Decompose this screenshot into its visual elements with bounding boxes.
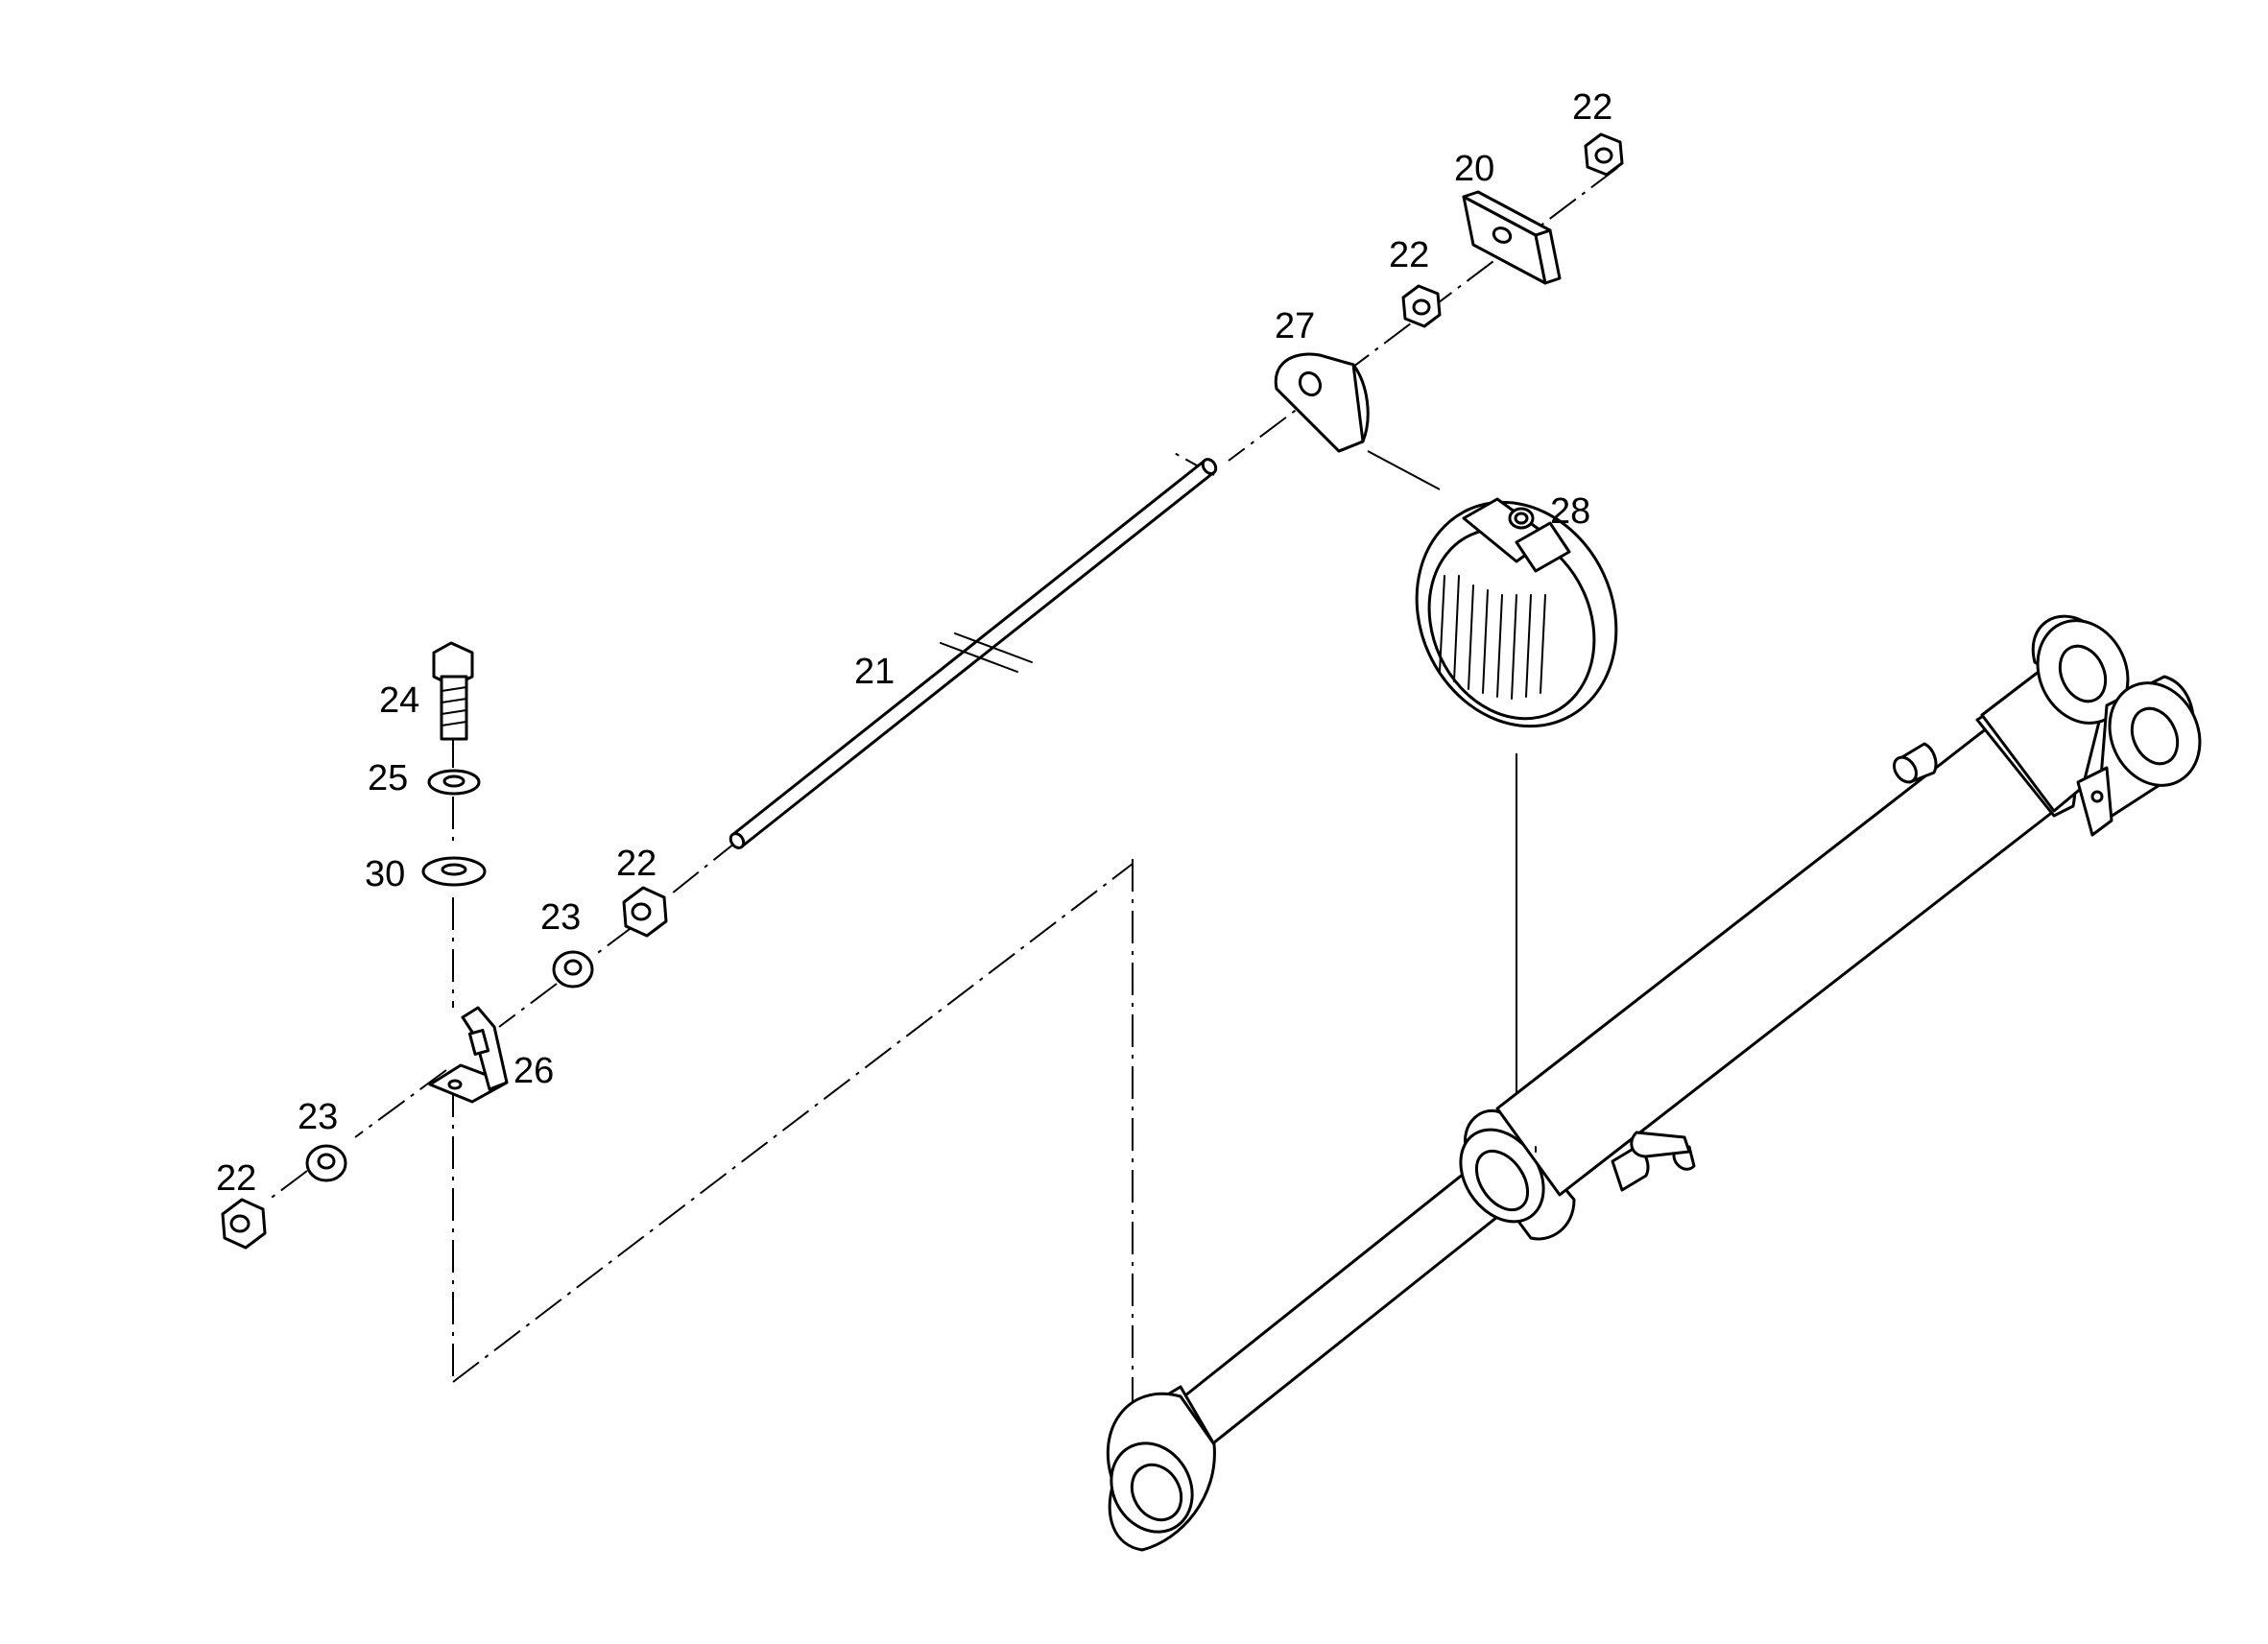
label-23-upper: 23: [540, 897, 581, 938]
label-27: 27: [1275, 306, 1315, 346]
label-23-lower: 23: [298, 1097, 338, 1137]
label-20: 20: [1454, 149, 1494, 189]
angle-bracket-icon: [428, 1006, 509, 1104]
part-labels: 20 21 22 22 22 22 23 23 24 25 26 27 28 3…: [216, 87, 1612, 1199]
washer-upper: [552, 950, 594, 989]
hex-nut-mid: [1401, 284, 1442, 328]
main-axis-line: [1228, 167, 1618, 462]
label-30: 30: [365, 854, 405, 894]
diagonal-line: [452, 863, 1134, 1383]
hose-clamp-icon: [1415, 497, 1618, 728]
rod-to-nut-line: [666, 839, 740, 898]
hex-bolt-icon: [432, 641, 474, 741]
mounting-plate-icon: [1462, 190, 1562, 285]
label-22-bottom: 22: [216, 1158, 256, 1199]
hex-nut-left: [622, 886, 668, 938]
lock-washer-icon: [427, 769, 481, 796]
label-21: 21: [854, 652, 895, 692]
label-28: 28: [1550, 491, 1590, 532]
hydraulic-cylinder-icon: [1106, 614, 2202, 1552]
rod-clamp-block-icon: [1274, 352, 1370, 453]
hex-nut-top: [1584, 132, 1624, 177]
label-22-left: 22: [616, 844, 657, 884]
assembly-leader-lines: [268, 167, 1618, 1430]
washer-lower: [305, 1144, 347, 1182]
label-24: 24: [379, 680, 419, 721]
label-22-top: 22: [1572, 87, 1612, 128]
label-22-mid: 22: [1389, 235, 1429, 275]
rod-icon: [728, 458, 1218, 849]
label-25: 25: [368, 758, 408, 798]
hex-nut-bottom: [221, 1198, 267, 1250]
flat-washer-icon: [421, 856, 487, 887]
label-26: 26: [513, 1051, 554, 1091]
